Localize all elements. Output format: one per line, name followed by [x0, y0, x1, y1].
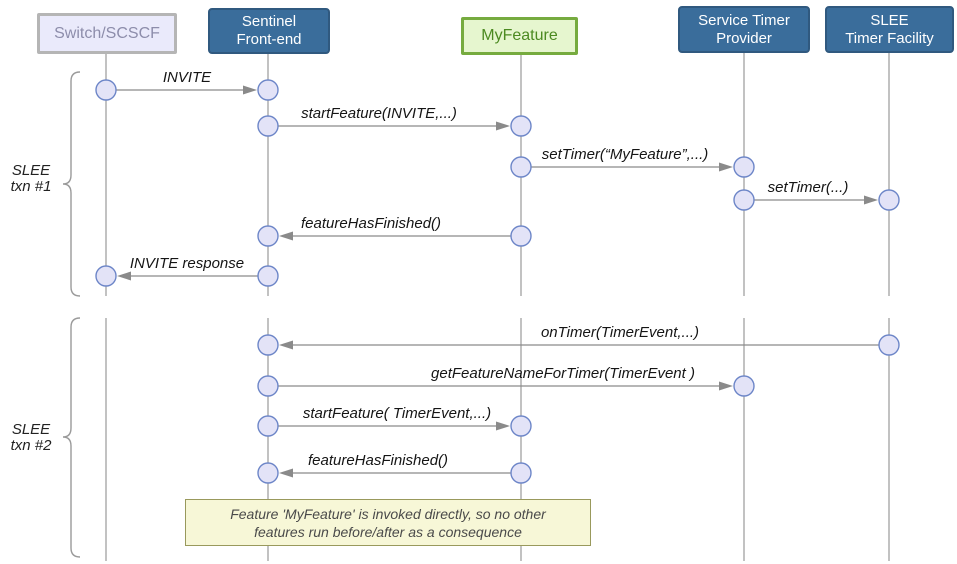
event-node — [733, 156, 755, 178]
actor-box-sentinel-front-end: Sentinel Front-end — [208, 8, 330, 54]
txn-brace-2 — [62, 317, 81, 558]
event-node — [510, 225, 532, 247]
message-arrow-6 — [257, 334, 900, 356]
txn-label-line: SLEE — [11, 421, 51, 438]
message-arrow-4 — [257, 225, 532, 247]
message-arrow-2 — [510, 156, 755, 178]
event-node — [257, 415, 279, 437]
event-node — [257, 225, 279, 247]
txn-label-line: txn #1 — [10, 178, 52, 195]
actor-box-slee-timer-facility: SLEE Timer Facility — [825, 6, 954, 53]
actor-label: SLEE — [870, 11, 909, 29]
event-node — [510, 462, 532, 484]
event-node — [257, 265, 279, 287]
note-text-line: features run before/after as a consequen… — [254, 523, 522, 540]
event-node — [510, 156, 532, 178]
actor-label: Timer Facility — [845, 29, 934, 47]
txn-brace-1 — [62, 71, 81, 297]
actor-label: Service Timer — [698, 11, 790, 29]
event-node — [733, 375, 755, 397]
txn-label-line: txn #2 — [10, 437, 52, 454]
actor-label: Switch/SCSCF — [54, 24, 160, 42]
actor-label: Provider — [716, 29, 772, 47]
event-node — [510, 415, 532, 437]
message-arrow-0 — [95, 79, 279, 101]
message-label-invite-response: INVITE response — [129, 255, 245, 272]
event-node — [878, 334, 900, 356]
txn-label-slee-txn-1: SLEE txn #1 — [1, 163, 61, 195]
actor-label: Sentinel — [241, 13, 297, 30]
message-label-settimer: setTimer(...) — [767, 179, 849, 196]
message-label-settimer-myfeature: setTimer(“MyFeature”,...) — [541, 146, 709, 163]
message-label-startfeature-timer: startFeature( TimerEvent,...) — [302, 405, 492, 422]
event-node — [733, 189, 755, 211]
event-node — [257, 115, 279, 137]
actor-box-service-timer-provider: Service Timer Provider — [678, 6, 810, 53]
actor-box-switch-scscf: Switch/SCSCF — [37, 13, 177, 54]
event-node — [257, 462, 279, 484]
event-node — [257, 334, 279, 356]
note-text-line: Feature 'MyFeature' is invoked directly,… — [230, 505, 546, 522]
event-node — [95, 79, 117, 101]
note-box: Feature 'MyFeature' is invoked directly,… — [185, 499, 591, 546]
message-label-getfeaturenamefortimer: getFeatureNameForTimer(TimerEvent ) — [431, 365, 695, 382]
event-node — [257, 79, 279, 101]
actor-label: MyFeature — [481, 27, 558, 44]
message-arrow-8 — [257, 415, 532, 437]
txn-label-slee-txn-2: SLEE txn #2 — [1, 422, 61, 454]
message-label-invite: INVITE — [162, 69, 212, 86]
message-label-featurehasfinished-2: featureHasFinished() — [307, 452, 449, 469]
actor-label: Front-end — [236, 31, 302, 48]
actor-box-myfeature: MyFeature — [461, 17, 578, 55]
message-label-startfeature-invite: startFeature(INVITE,...) — [301, 105, 457, 122]
message-arrow-5 — [95, 265, 279, 287]
txn-label-line: SLEE — [11, 162, 51, 179]
message-label-featurehasfinished-1: featureHasFinished() — [300, 215, 442, 232]
event-node — [510, 115, 532, 137]
event-node — [878, 189, 900, 211]
message-arrow-7 — [257, 375, 755, 397]
event-node — [257, 375, 279, 397]
message-label-ontimer: onTimer(TimerEvent,...) — [540, 324, 700, 341]
message-arrow-1 — [257, 115, 532, 137]
message-arrow-3 — [733, 189, 900, 211]
message-arrow-9 — [257, 462, 532, 484]
event-node — [95, 265, 117, 287]
